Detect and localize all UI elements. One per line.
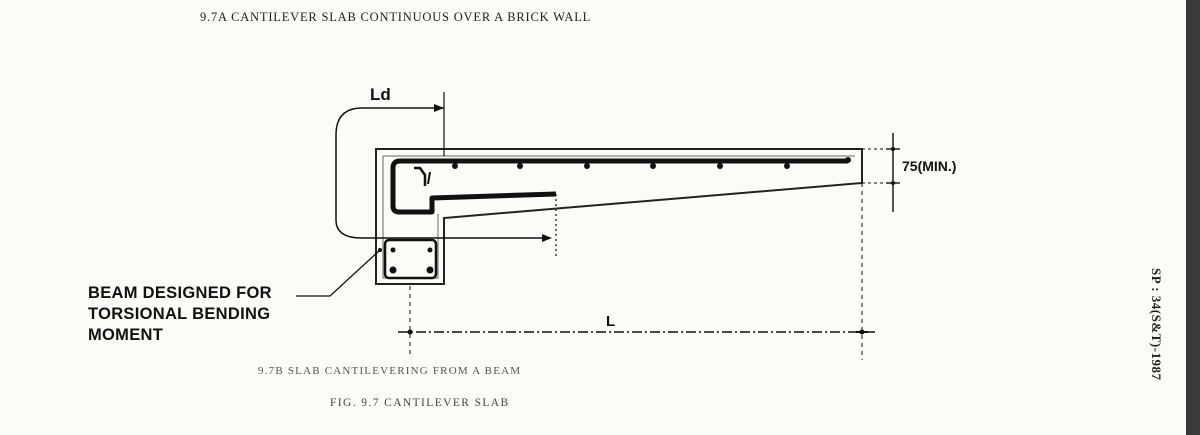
- span-label: L: [606, 313, 615, 330]
- section-heading: 9.7A CANTILEVER SLAB CONTINUOUS OVER A B…: [200, 10, 592, 24]
- distribution-bar: [717, 163, 723, 169]
- beam-bar: [426, 266, 434, 274]
- page-edge-strip: [1186, 0, 1200, 435]
- ld-label: Ld: [370, 85, 391, 104]
- figure-caption: FIG. 9.7 CANTILEVER SLAB: [330, 397, 510, 409]
- slab-outline: [375, 148, 863, 285]
- callout-line: MOMENT: [88, 326, 164, 344]
- distribution-bar: [584, 163, 590, 169]
- cover-tick-dot: [891, 181, 895, 185]
- beam-callout: BEAM DESIGNED FOR TORSIONAL BENDING MOME…: [88, 283, 272, 346]
- distribution-bars: [452, 163, 790, 169]
- ld-arrow-head: [434, 104, 444, 112]
- cover-dimension-label: 75(MIN.): [902, 158, 956, 174]
- top-reinforcement-bar: [390, 158, 848, 215]
- callout-leader-dot: [378, 248, 382, 252]
- callout-line: TORSIONAL BENDING: [88, 305, 271, 323]
- development-bar-arrow-head: [542, 234, 552, 242]
- beam-stirrup: [383, 238, 438, 280]
- beam-bar: [427, 247, 433, 253]
- torsion-link-hook: [414, 166, 427, 186]
- distribution-bar: [517, 163, 523, 169]
- document-reference-spine: SP : 34(S&T)-1987: [1149, 268, 1164, 381]
- callout-leader: [296, 249, 381, 297]
- callout-line: BEAM DESIGNED FOR: [88, 284, 272, 302]
- distribution-bar: [452, 163, 458, 169]
- sub-figure-caption: 9.7B SLAB CANTILEVERING FROM A BEAM: [258, 365, 522, 377]
- span-tick-dot: [407, 329, 413, 335]
- bar-end-hook: [845, 157, 851, 163]
- cover-tick-dot: [891, 147, 895, 151]
- torsion-link-hook: [427, 171, 431, 185]
- distribution-bar: [650, 163, 656, 169]
- beam-bar: [389, 266, 397, 274]
- distribution-bar: [784, 163, 790, 169]
- development-length-bar: [335, 107, 545, 239]
- beam-bar: [390, 247, 396, 253]
